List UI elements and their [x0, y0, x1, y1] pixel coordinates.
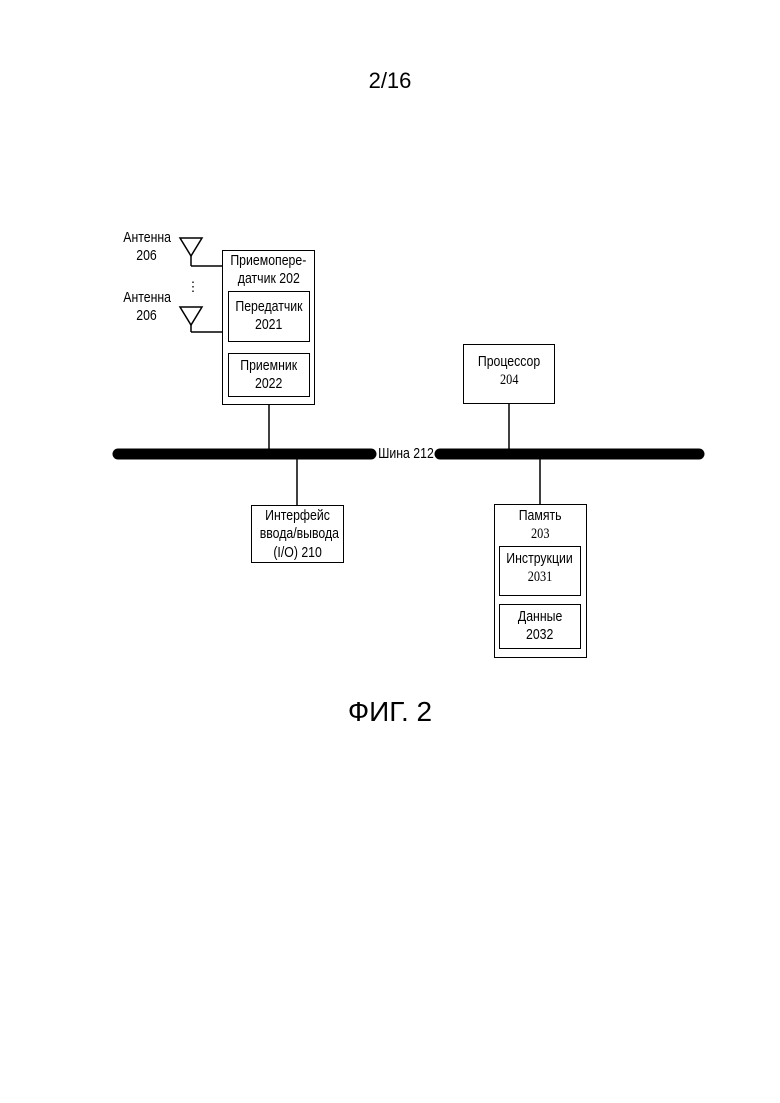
memory-title-line2: 203 [531, 526, 549, 543]
io-interface-label-line1: Интерфейс [265, 507, 330, 524]
io-interface-label-line3: (I/O) 210 [273, 544, 322, 561]
processor-label-line2: 204 [500, 372, 518, 389]
figure-caption: ФИГ. 2 [0, 696, 780, 728]
antenna-top-label-line2: 206 [137, 247, 158, 264]
bus-label: Шина 212 [371, 445, 441, 463]
instructions-label-line1: Инструкции [507, 550, 573, 567]
receiver-label-line1: Приемник [241, 357, 298, 374]
data-label-line1: Данные [518, 608, 562, 625]
instructions-label-line2: 2031 [528, 569, 553, 586]
antenna-ellipsis: ⋮ [186, 280, 200, 295]
io-interface-label: Интерфейс ввода/вывода (I/O) 210 [251, 507, 344, 562]
antenna-top-label: Антенна 206 [112, 229, 182, 266]
antenna-top-label-line1: Антенна [123, 229, 171, 246]
transceiver-title: Приемопере- датчик 202 [222, 252, 315, 289]
antenna-top-icon [180, 238, 202, 256]
data-label-line2: 2032 [526, 626, 553, 643]
memory-title: Память 203 [494, 507, 587, 544]
data-label: Данные 2032 [499, 608, 581, 645]
receiver-label: Приемник 2022 [228, 357, 310, 394]
memory-title-line1: Память [519, 507, 562, 524]
transceiver-title-line2: датчик 202 [238, 270, 300, 287]
processor-label-line1: Процессор [478, 353, 540, 370]
instructions-label: Инструкции 2031 [499, 550, 581, 587]
transmitter-label-line2: 2021 [255, 316, 282, 333]
transmitter-label: Передатчик 2021 [228, 298, 310, 335]
processor-label: Процессор 204 [463, 353, 555, 390]
transmitter-label-line1: Передатчик [235, 298, 302, 315]
transceiver-title-line1: Приемопере- [231, 252, 307, 269]
antenna-bottom-label-line1: Антенна [123, 289, 171, 306]
antenna-bottom-icon [180, 307, 202, 325]
receiver-label-line2: 2022 [255, 375, 282, 392]
antenna-bottom-label-line2: 206 [137, 307, 158, 324]
io-interface-label-line2: ввода/вывода [260, 525, 339, 542]
antenna-bottom-label: Антенна 206 [112, 289, 182, 326]
